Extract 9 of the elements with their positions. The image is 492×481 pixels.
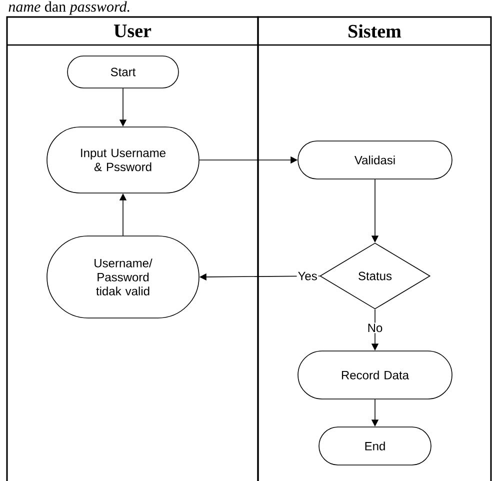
edge-label: Yes bbox=[296, 270, 318, 282]
process-terminal: Input Username & Pssword bbox=[46, 126, 200, 194]
process-terminal: Start bbox=[67, 56, 179, 88]
process-terminal: Username/ Password tidak valid bbox=[46, 236, 200, 318]
edge-label: No bbox=[366, 322, 384, 334]
process-terminal: Record Data bbox=[298, 350, 452, 400]
process-terminal: Validasi bbox=[298, 140, 452, 180]
process-terminal: End bbox=[318, 426, 432, 466]
caption-text: name dan password. bbox=[8, 1, 130, 15]
